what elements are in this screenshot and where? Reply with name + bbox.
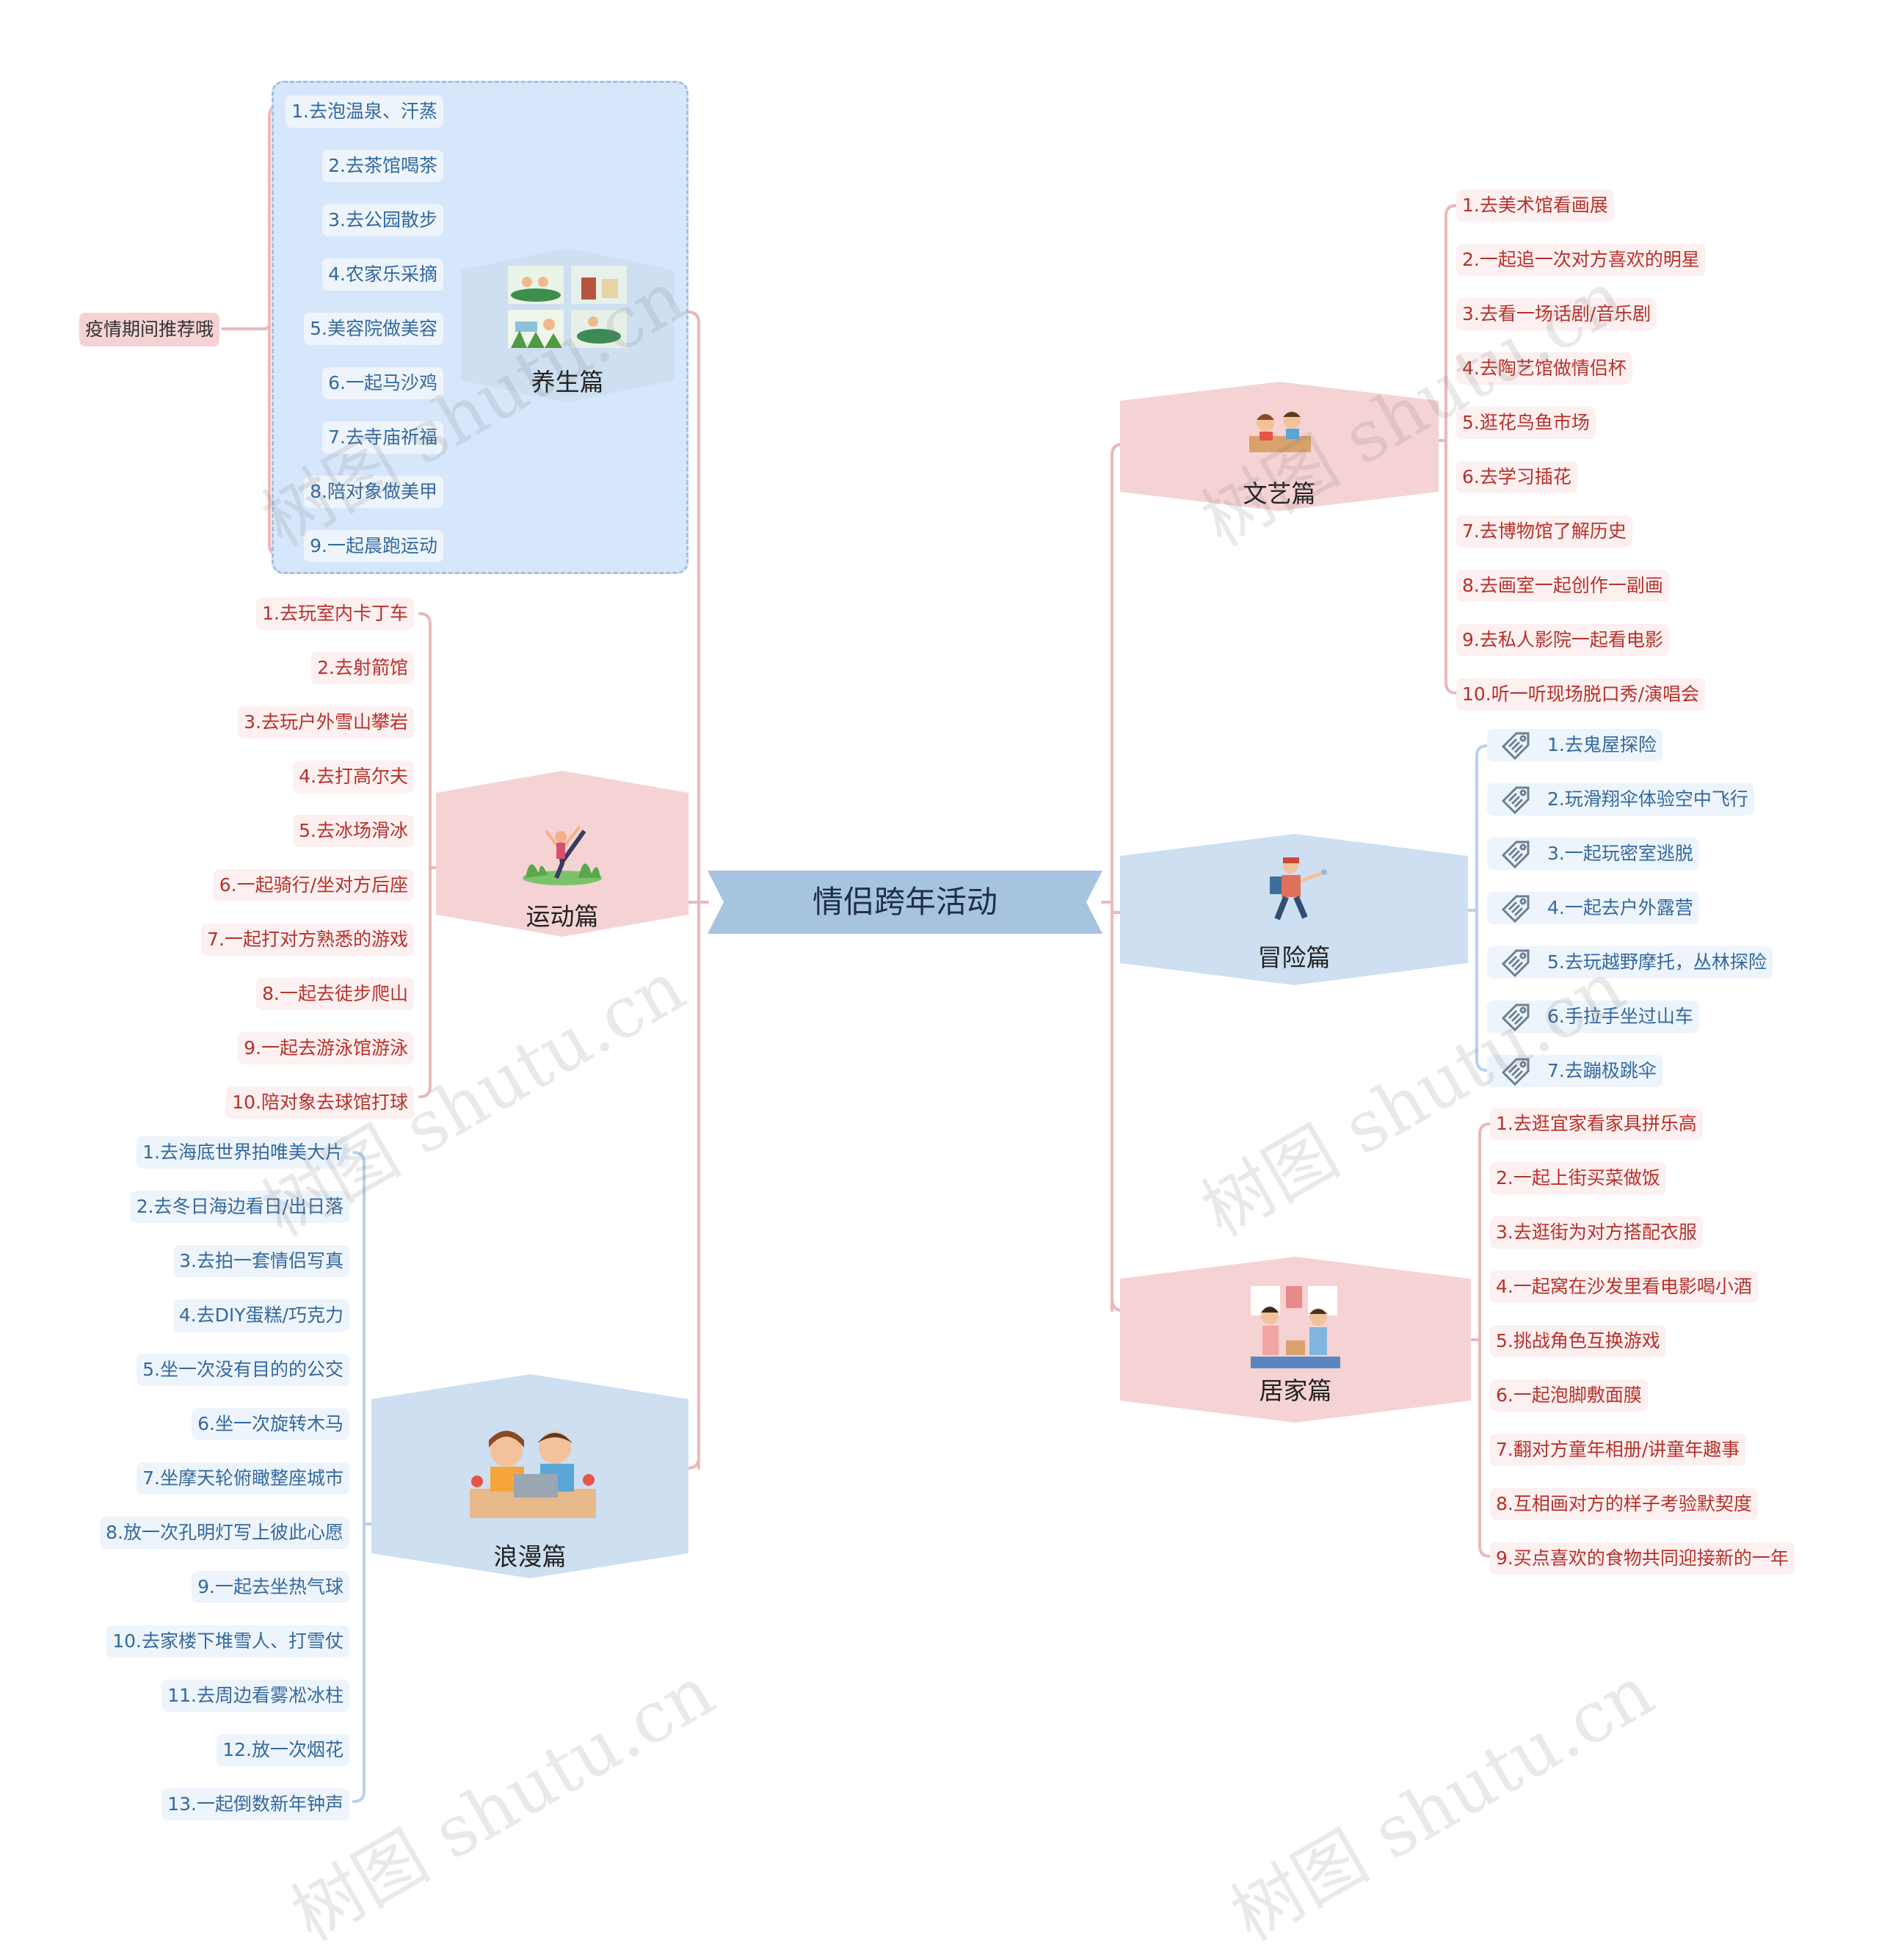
jujia-item[interactable]: 5.挑战角色互换游戏	[1490, 1325, 1666, 1357]
tag-icon	[1501, 949, 1530, 977]
tag-icon	[1501, 1058, 1530, 1086]
yangsheng-item[interactable]: 7.去寺庙祈福	[322, 421, 443, 454]
langman-item[interactable]: 11.去周边看雾凇冰柱	[161, 1680, 349, 1712]
langman-item[interactable]: 4.去DIY蛋糕/巧克力	[172, 1299, 349, 1332]
maoxian-item[interactable]: 3.一起玩密室逃脱	[1487, 838, 1699, 870]
jujia-item[interactable]: 3.去逛街为对方搭配衣服	[1490, 1216, 1703, 1249]
note-pandemic[interactable]: 疫情期间推荐哦	[79, 313, 220, 346]
wenyi-item[interactable]: 4.去陶艺馆做情侣杯	[1456, 352, 1632, 385]
home-couple-illustration-icon	[1251, 1286, 1340, 1368]
yundong-item[interactable]: 10.陪对象去球馆打球	[226, 1086, 414, 1119]
maoxian-item-label: 3.一起玩密室逃脱	[1547, 843, 1693, 864]
langman-item[interactable]: 12.放一次烟花	[217, 1734, 349, 1766]
wenyi-item[interactable]: 5.逛花鸟鱼市场	[1456, 407, 1596, 439]
yangsheng-item[interactable]: 8.陪对象做美甲	[304, 476, 443, 508]
maoxian-item[interactable]: 1.去鬼屋探险	[1487, 729, 1662, 761]
jujia-item[interactable]: 9.买点喜欢的食物共同迎接新的一年	[1490, 1542, 1795, 1575]
yundong-item[interactable]: 9.一起去游泳馆游泳	[238, 1032, 414, 1064]
yundong-item[interactable]: 4.去打高尔夫	[293, 761, 414, 793]
branch-jujia-title: 居家篇	[1259, 1376, 1332, 1405]
jujia-item[interactable]: 1.去逛宜家看家具拼乐高	[1490, 1108, 1703, 1140]
maoxian-item-label: 6.手拉手坐过山车	[1547, 1006, 1693, 1027]
wenyi-item[interactable]: 10.听一听现场脱口秀/演唱会	[1456, 678, 1706, 711]
jujia-item[interactable]: 8.互相画对方的样子考验默契度	[1490, 1488, 1758, 1520]
maoxian-item[interactable]: 5.去玩越野摩托，丛林探险	[1487, 946, 1773, 979]
hiker-illustration-icon	[1270, 857, 1327, 921]
wellness-illustration-icon	[508, 266, 627, 348]
painting-couple-illustration-icon	[1249, 411, 1311, 452]
yundong-item[interactable]: 1.去玩室内卡丁车	[256, 598, 414, 630]
yangsheng-item[interactable]: 4.农家乐采摘	[322, 258, 443, 291]
branch-jujia[interactable]: 居家篇	[1120, 1257, 1471, 1423]
maoxian-item[interactable]: 4.一起去户外露营	[1487, 892, 1699, 924]
tag-icon	[1501, 732, 1530, 760]
yundong-item[interactable]: 5.去冰场滑冰	[293, 815, 414, 847]
maoxian-item-label: 5.去玩越野摩托，丛林探险	[1547, 951, 1767, 973]
yangsheng-item[interactable]: 6.一起马沙鸡	[322, 367, 443, 399]
yangsheng-item[interactable]: 2.去茶馆喝茶	[322, 150, 443, 182]
tag-icon	[1501, 786, 1530, 814]
tag-icon	[1501, 895, 1530, 923]
wenyi-item[interactable]: 7.去博物馆了解历史	[1456, 515, 1632, 548]
wenyi-item[interactable]: 9.去私人影院一起看电影	[1456, 624, 1669, 656]
yangsheng-item[interactable]: 3.去公园散步	[322, 204, 443, 236]
branch-yundong-title: 运动篇	[526, 902, 599, 931]
yundong-item[interactable]: 6.一起骑行/坐对方后座	[213, 869, 414, 901]
branch-yundong[interactable]: 运动篇	[436, 771, 688, 937]
central-topic-label: 情侣跨年活动	[812, 884, 997, 920]
central-topic[interactable]: 情侣跨年活动	[708, 871, 1102, 934]
maoxian-item-label: 4.一起去户外露营	[1547, 897, 1693, 918]
branch-yangsheng[interactable]: 养生篇	[461, 248, 674, 402]
wenyi-item[interactable]: 6.去学习插花	[1456, 461, 1577, 493]
jujia-item[interactable]: 4.一起窝在沙发里看电影喝小酒	[1490, 1271, 1758, 1303]
branch-wenyi-title: 文艺篇	[1243, 479, 1316, 508]
langman-item[interactable]: 5.坐一次没有目的的公交	[137, 1354, 349, 1386]
langman-item[interactable]: 3.去拍一套情侣写真	[173, 1245, 349, 1277]
branch-langman[interactable]: 浪漫篇	[371, 1374, 688, 1578]
langman-item[interactable]: 7.坐摩天轮俯瞰整座城市	[137, 1462, 349, 1495]
wenyi-item[interactable]: 8.去画室一起创作一副画	[1456, 570, 1669, 602]
yundong-item[interactable]: 7.一起打对方熟悉的游戏	[201, 923, 414, 956]
yundong-item[interactable]: 3.去玩户外雪山攀岩	[238, 706, 414, 738]
langman-item[interactable]: 6.坐一次旋转木马	[192, 1408, 349, 1440]
langman-item[interactable]: 8.放一次孔明灯写上彼此心愿	[100, 1517, 349, 1549]
langman-item[interactable]: 2.去冬日海边看日/出日落	[130, 1191, 349, 1223]
langman-item[interactable]: 13.一起倒数新年钟声	[161, 1788, 349, 1821]
langman-item[interactable]: 9.一起去坐热气球	[192, 1571, 349, 1603]
branch-maoxian-title: 冒险篇	[1257, 943, 1331, 972]
yangsheng-item[interactable]: 5.美容院做美容	[304, 313, 443, 345]
branch-yangsheng-title: 养生篇	[531, 368, 604, 396]
yundong-item[interactable]: 2.去射箭馆	[311, 652, 414, 684]
maoxian-item-label: 1.去鬼屋探险	[1547, 734, 1657, 755]
jujia-item[interactable]: 7.翻对方童年相册/讲童年趣事	[1490, 1434, 1746, 1466]
yoga-illustration-icon	[523, 825, 602, 885]
wenyi-item[interactable]: 2.一起追一次对方喜欢的明星	[1456, 244, 1706, 276]
tag-icon	[1501, 1003, 1530, 1031]
maoxian-item-label: 7.去蹦极跳伞	[1547, 1060, 1657, 1081]
maoxian-item[interactable]: 2.玩滑翔伞体验空中飞行	[1487, 783, 1754, 816]
maoxian-item-label: 2.玩滑翔伞体验空中飞行	[1547, 788, 1748, 810]
branch-langman-title: 浪漫篇	[493, 1542, 567, 1571]
jujia-item[interactable]: 2.一起上街买菜做饭	[1490, 1162, 1666, 1194]
maoxian-item[interactable]: 7.去蹦极跳伞	[1487, 1055, 1662, 1087]
langman-item[interactable]: 10.去家楼下堆雪人、打雪仗	[106, 1625, 349, 1658]
branch-maoxian[interactable]: 冒险篇	[1120, 834, 1468, 985]
yundong-item[interactable]: 8.一起去徒步爬山	[256, 978, 414, 1010]
yangsheng-item[interactable]: 1.去泡温泉、汗蒸	[286, 95, 443, 128]
langman-item[interactable]: 1.去海底世界拍唯美大片	[137, 1136, 349, 1169]
maoxian-item[interactable]: 6.手拉手坐过山车	[1487, 1001, 1699, 1033]
branch-wenyi[interactable]: 文艺篇	[1120, 382, 1439, 511]
tag-icon	[1501, 841, 1530, 868]
wenyi-item[interactable]: 3.去看一场话剧/音乐剧	[1456, 298, 1657, 330]
yangsheng-item[interactable]: 9.一起晨跑运动	[304, 530, 443, 562]
couple-laptop-illustration-icon	[470, 1431, 596, 1518]
wenyi-item[interactable]: 1.去美术馆看画展	[1456, 189, 1614, 222]
jujia-item[interactable]: 6.一起泡脚敷面膜	[1490, 1379, 1648, 1412]
